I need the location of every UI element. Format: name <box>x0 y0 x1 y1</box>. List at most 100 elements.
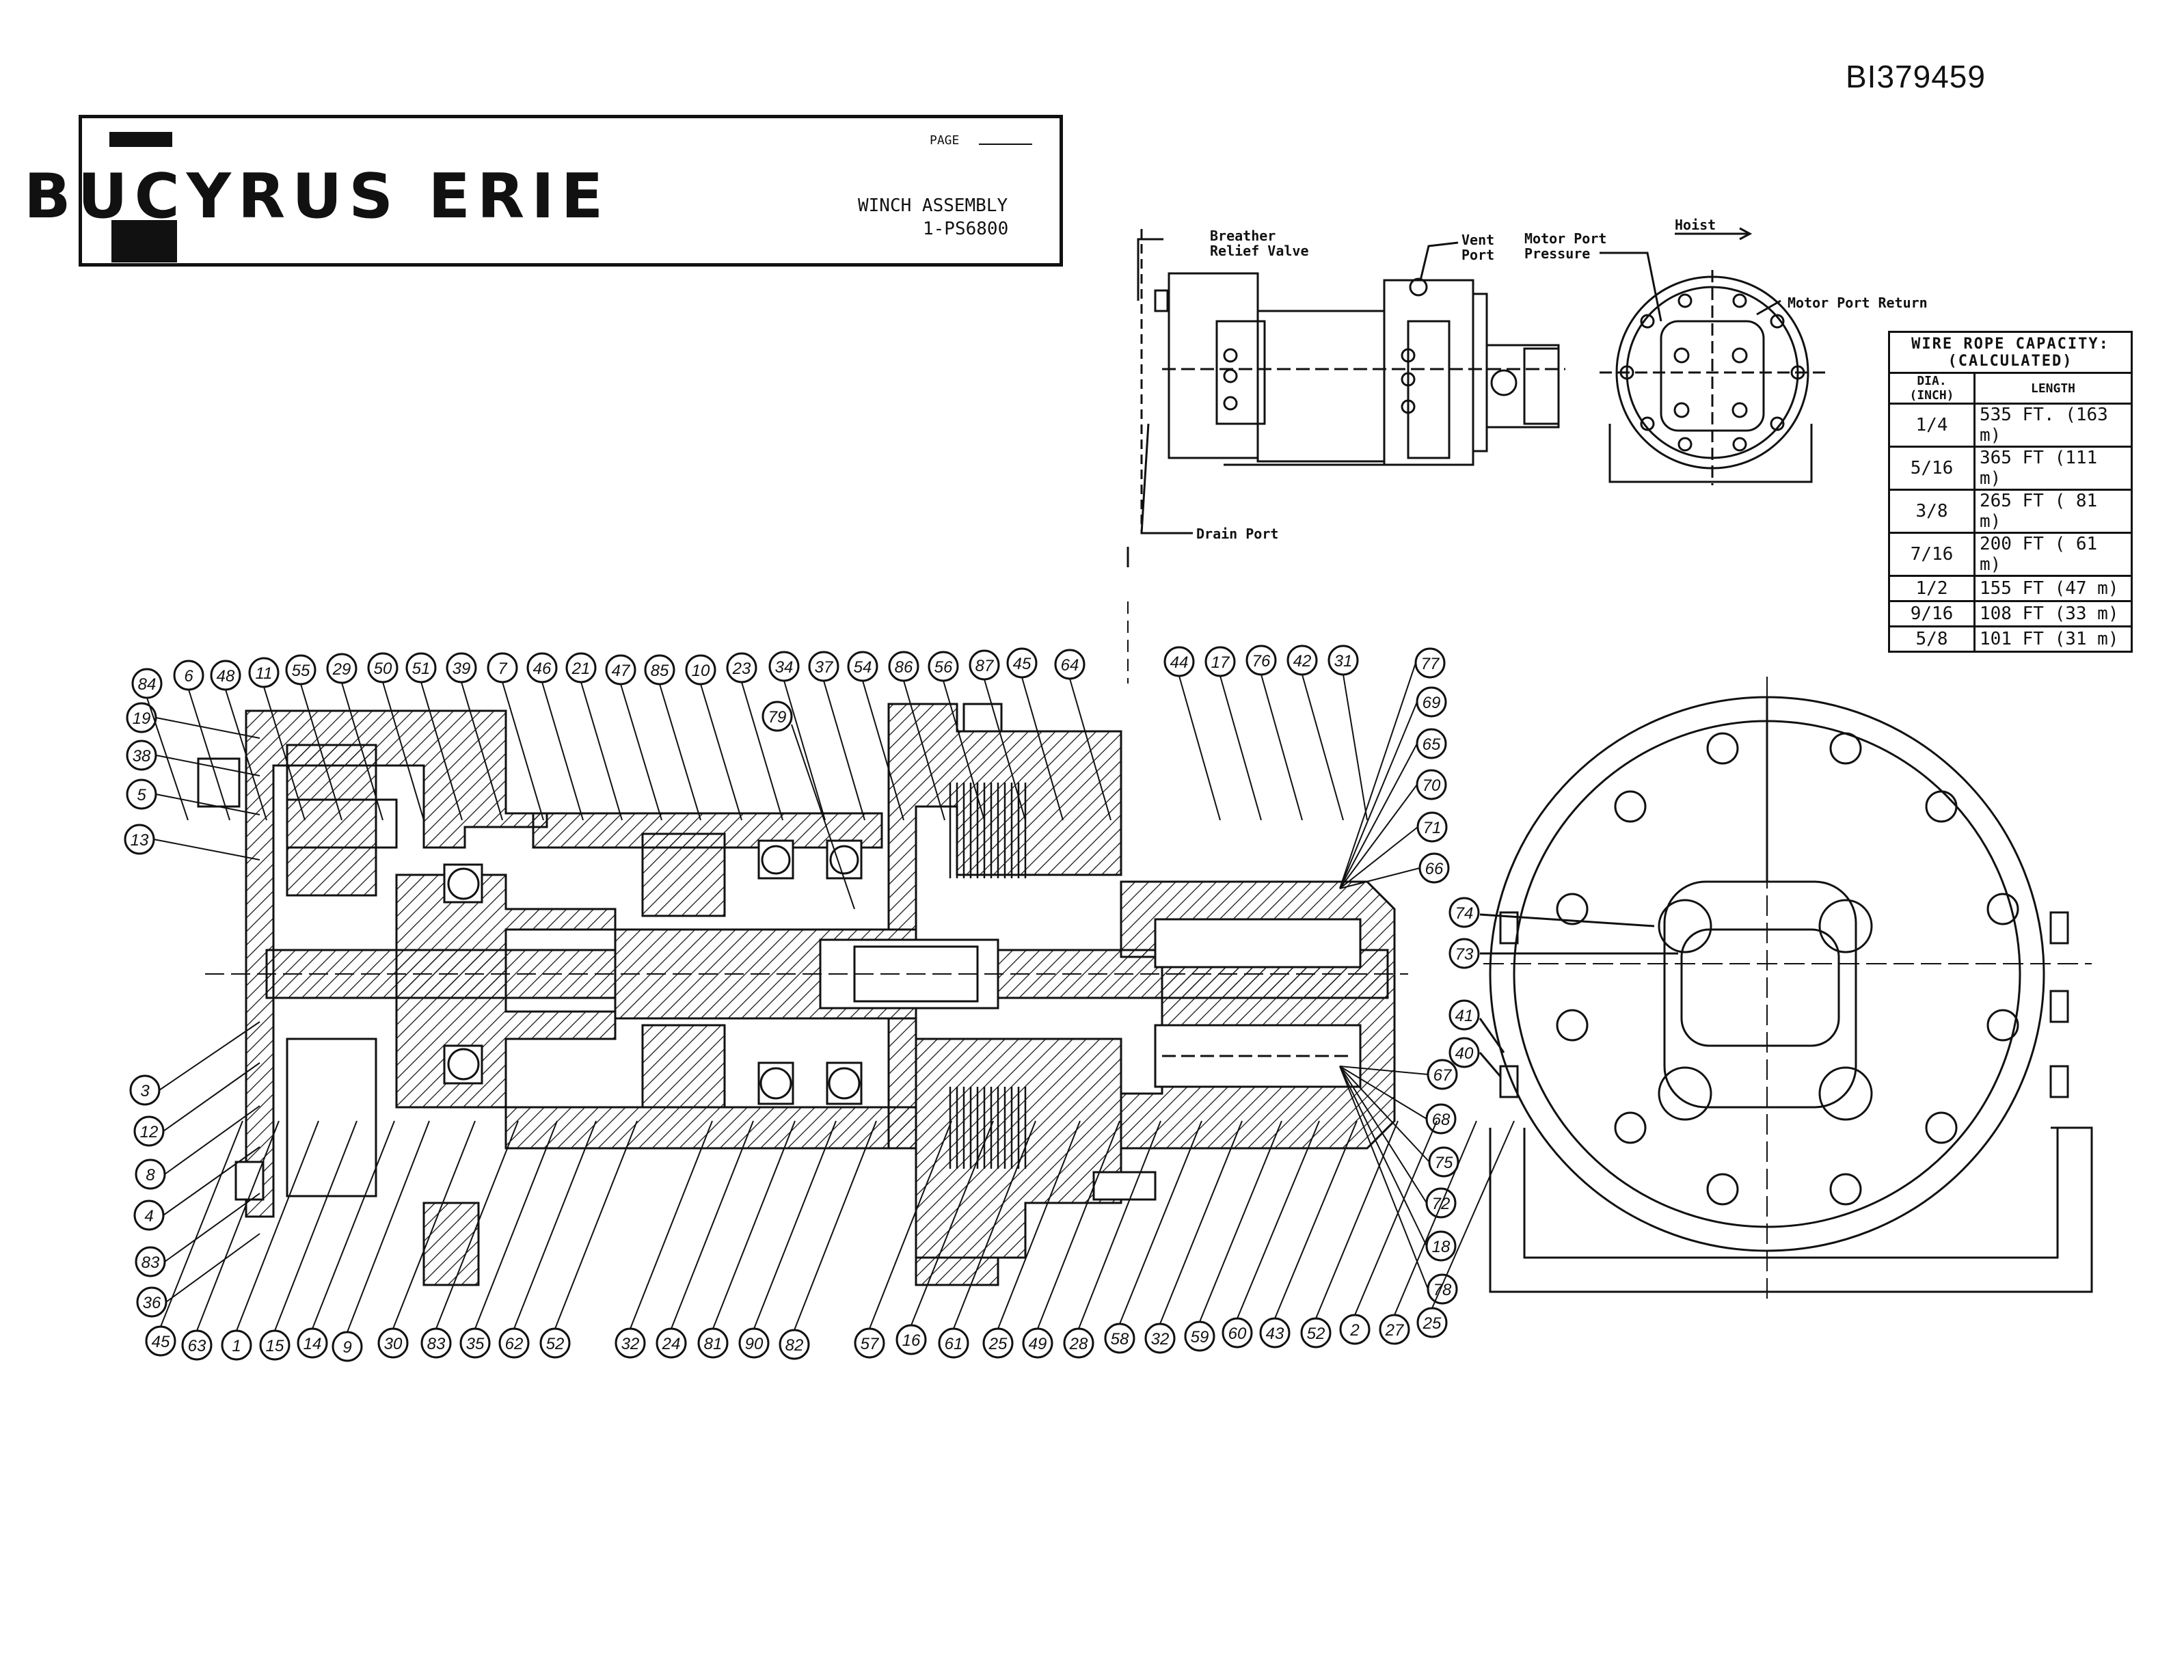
motor-return-callout: Motor Port Return <box>1788 295 1928 311</box>
leader-line <box>1119 1120 1202 1325</box>
leader-line <box>1069 678 1111 821</box>
balloon-14: 14 <box>297 1327 328 1359</box>
bolt-icon <box>1619 365 1634 380</box>
bolt-icon <box>1673 347 1690 364</box>
leader-line <box>1339 662 1416 889</box>
bolt-icon <box>1770 416 1785 431</box>
breather-valve <box>1154 289 1169 312</box>
bolt-icon <box>1770 314 1785 329</box>
leader-line <box>903 680 945 821</box>
large-end-view <box>1479 677 2093 1299</box>
balloon-84: 84 <box>131 668 163 699</box>
leader-line <box>862 680 904 821</box>
leader-line <box>155 755 260 776</box>
leader-line <box>1339 867 1420 889</box>
leader-line <box>1274 1120 1358 1319</box>
balloon-label: 55 <box>292 662 310 680</box>
balloon-57: 57 <box>854 1327 885 1359</box>
balloon-87: 87 <box>969 649 1000 681</box>
balloon-label: 43 <box>1266 1325 1284 1343</box>
document-id: BI379459 <box>1846 59 1986 94</box>
balloon-label: 71 <box>1423 819 1442 837</box>
balloon-3: 3 <box>129 1074 161 1106</box>
balloon-52: 52 <box>1300 1317 1332 1349</box>
sun-gear-upper <box>641 832 726 917</box>
winch-section-view <box>197 601 1408 1286</box>
dia-cell: 5/16 <box>1888 446 1976 491</box>
leader-line <box>164 1193 260 1262</box>
motor-shaft-gear-upper <box>1154 918 1362 968</box>
balloon-34: 34 <box>768 651 800 682</box>
balloon-48: 48 <box>210 660 241 691</box>
balloon-label: 75 <box>1435 1154 1453 1172</box>
leader-line <box>1339 1066 1430 1163</box>
balloon-5: 5 <box>126 778 157 810</box>
leader-line <box>155 794 260 815</box>
right-bearing-plate <box>1407 320 1451 459</box>
balloon-47: 47 <box>605 654 636 686</box>
drum-upper-shell <box>532 812 883 849</box>
balloon-35: 35 <box>459 1327 491 1359</box>
balloon-70: 70 <box>1416 769 1447 800</box>
leader-line <box>1037 1120 1120 1329</box>
balloon-56: 56 <box>928 651 959 682</box>
bolt-icon <box>1986 1009 2019 1042</box>
leader-40 <box>1479 1052 1502 1077</box>
brand-logo-text: BUCYRUS ERIE <box>24 161 610 232</box>
leader-line <box>943 680 985 821</box>
balloon-85: 85 <box>644 654 675 686</box>
balloon-label: 49 <box>1029 1335 1047 1353</box>
balloon-18: 18 <box>1425 1230 1457 1262</box>
balloon-27: 27 <box>1379 1314 1410 1345</box>
balloon-label: 14 <box>304 1335 322 1353</box>
leader-line <box>1078 1120 1161 1329</box>
base-inner <box>1523 1128 2059 1259</box>
bolt-icon <box>1223 368 1238 383</box>
left-foot <box>422 1202 480 1286</box>
balloon-45: 45 <box>1006 647 1038 679</box>
balloon-8: 8 <box>135 1159 166 1190</box>
balloon-86: 86 <box>888 651 919 682</box>
length-cell: 265 FT ( 81 m) <box>1973 489 2133 534</box>
balloon-65: 65 <box>1416 728 1447 759</box>
balloon-28: 28 <box>1063 1327 1094 1359</box>
leader-line <box>236 1120 319 1331</box>
balloon-29: 29 <box>326 653 358 684</box>
right-base-foot <box>915 1256 999 1286</box>
leader-line <box>911 1120 994 1326</box>
balloon-76: 76 <box>1245 645 1277 676</box>
balloon-67: 67 <box>1427 1059 1458 1090</box>
vent-port <box>1409 277 1428 297</box>
bolt-icon <box>1986 893 2019 925</box>
balloon-label: 42 <box>1293 652 1312 670</box>
length-cell: 365 FT (111 m) <box>1973 446 2133 491</box>
balloon-label: 31 <box>1334 652 1353 670</box>
dia-cell: 7/16 <box>1888 532 1976 577</box>
balloon-40: 40 <box>1448 1037 1480 1068</box>
column-header-dia: DIA. (INCH) <box>1888 372 1976 405</box>
balloon-label: 83 <box>427 1335 446 1353</box>
flange-bolt-ring <box>1556 732 2019 1206</box>
bearing-ball <box>828 1067 861 1100</box>
balloon-6: 6 <box>173 660 204 691</box>
vent-leader <box>1419 241 1459 281</box>
lower-ring-gear <box>286 1038 377 1197</box>
balloon-leaders <box>146 662 1515 1333</box>
bolt-icon <box>1223 348 1238 363</box>
bolt-icon <box>1829 1173 1862 1206</box>
balloon-44: 44 <box>1163 646 1195 677</box>
balloon-label: 45 <box>1013 655 1032 673</box>
balloon-81: 81 <box>697 1327 729 1359</box>
leader-74 <box>1479 913 1655 927</box>
balloon-label: 65 <box>1423 735 1441 754</box>
balloon-label: 25 <box>1423 1314 1442 1333</box>
balloon-label: 34 <box>775 658 794 677</box>
balloon-49: 49 <box>1022 1327 1053 1359</box>
hydraulic-motor <box>1485 344 1560 429</box>
leader-line <box>1394 1120 1477 1316</box>
balloon-circle <box>1448 938 1480 969</box>
leader-line <box>382 681 424 821</box>
leader-line <box>659 683 701 821</box>
leader-line <box>580 681 623 821</box>
